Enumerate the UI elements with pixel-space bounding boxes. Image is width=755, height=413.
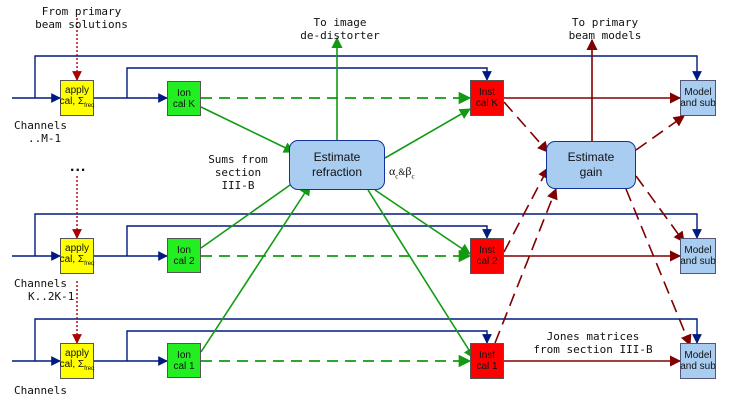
ion-cal-node-2: Ion cal 2 (167, 238, 201, 273)
label-channels-row-1: Channels (14, 384, 67, 397)
ion-cal-node-1: Ion cal 1 (167, 343, 201, 378)
model-and-sub-node-1: Model and sub (680, 343, 716, 379)
ion-cal-node-k: Ion cal K (167, 81, 201, 116)
model-and-sub-node-k: Model and sub (680, 80, 716, 116)
bus-inner-loop-2 (126, 225, 492, 256)
inst-k-to-gain (503, 101, 549, 153)
apply-cal-node-1: apply cal, Σfreq (60, 343, 94, 379)
ion-k-to-refraction (200, 106, 296, 153)
ion-1-to-refraction (200, 184, 311, 353)
bus-outer-loop-2 (34, 213, 702, 256)
model-and-sub-node-2: Model and sub (680, 238, 716, 274)
gain-to-model-2 (635, 175, 685, 243)
label-sums-from-section: Sums from section III-B (208, 153, 268, 192)
ion-2-to-refraction (200, 177, 301, 249)
label-jones-matrices: Jones matrices from section III-B (533, 330, 653, 356)
label-from-primary-beam-solutions: From primary beam solutions (35, 5, 128, 31)
inst-1-to-gain (494, 187, 558, 344)
inst-cal-node-k: Inst cal K (470, 80, 504, 116)
inst-2-to-gain (503, 167, 549, 253)
ellipsis: ... (70, 158, 87, 175)
label-alpha-beta-c: αc&βc (389, 164, 415, 181)
inst-cal-node-1: Inst cal 1 (470, 343, 504, 379)
label-channels-row-2: Channels K..2K-1 (14, 277, 75, 303)
refraction-to-inst-1 (367, 189, 475, 359)
bus-inner-loop-k (126, 67, 492, 98)
label-to-primary-beam-models: To primary beam models (568, 16, 642, 42)
bus-inner-loop-1 (126, 330, 492, 361)
estimate-gain-node: Estimate gain (546, 141, 636, 189)
refraction-to-inst-k (384, 108, 471, 159)
bus-outer-loop-1 (34, 318, 702, 361)
gain-to-model-k (635, 115, 685, 151)
bus-outer-loop-k (34, 55, 702, 98)
gain-to-model-1 (625, 188, 692, 347)
label-to-image-dedistorter: To image de-distorter (300, 16, 380, 42)
apply-cal-node-k: apply cal, Σfreq (60, 80, 94, 116)
label-channels-row-k: Channels ..M-1 (14, 119, 67, 145)
apply-cal-node-2: apply cal, Σfreq (60, 238, 94, 274)
estimate-refraction-node: Estimate refraction (289, 140, 385, 190)
inst-cal-node-2: Inst cal 2 (470, 238, 504, 274)
refraction-to-inst-2 (374, 189, 471, 255)
